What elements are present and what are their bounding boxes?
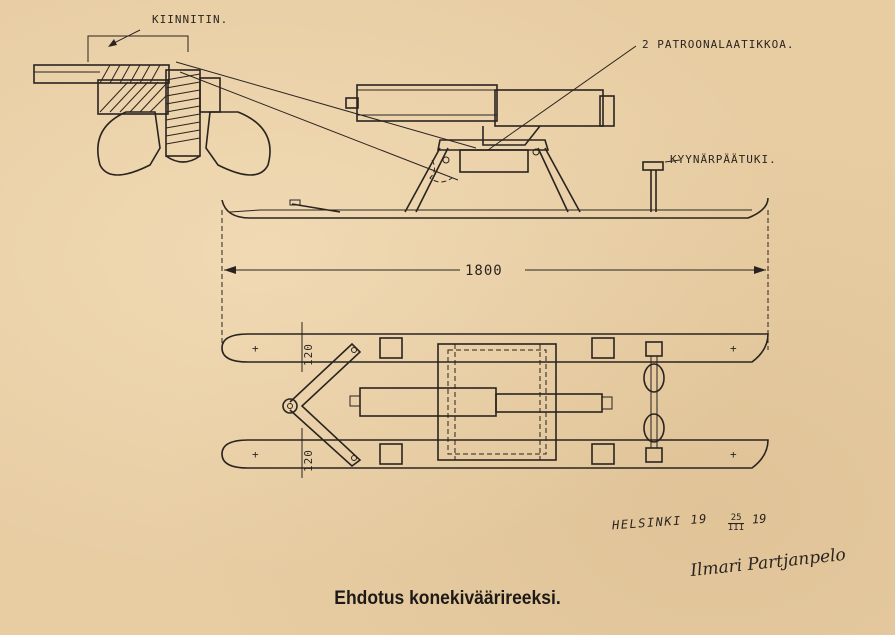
page-caption: Ehdotus konekiväärireeksi. [334,588,561,609]
side-view [221,45,769,219]
width-dimension-top: 120 [302,343,315,366]
svg-text:+: + [730,342,738,355]
width-dimension-bottom: 120 [302,449,315,472]
date-day: 25 [730,513,742,523]
plan-view: + + + + [221,322,769,478]
elbow-rest-label: KYYNÄRPÄÄTUKI. [670,153,777,166]
length-dimension [221,210,769,350]
fastener-detail [33,29,477,181]
ammo-boxes-label: 2 PATROONALAATIKKOA. [642,38,794,51]
year-suffix: 19 [751,511,767,527]
svg-text:+: + [730,448,738,461]
svg-text:+: + [252,448,260,461]
date-fraction: 25 III [728,513,745,533]
fastener-label: KIINNITIN. [152,13,228,26]
svg-text:+: + [252,342,260,355]
date-month: III [728,523,745,533]
length-dimension-value: 1800 [465,263,503,279]
